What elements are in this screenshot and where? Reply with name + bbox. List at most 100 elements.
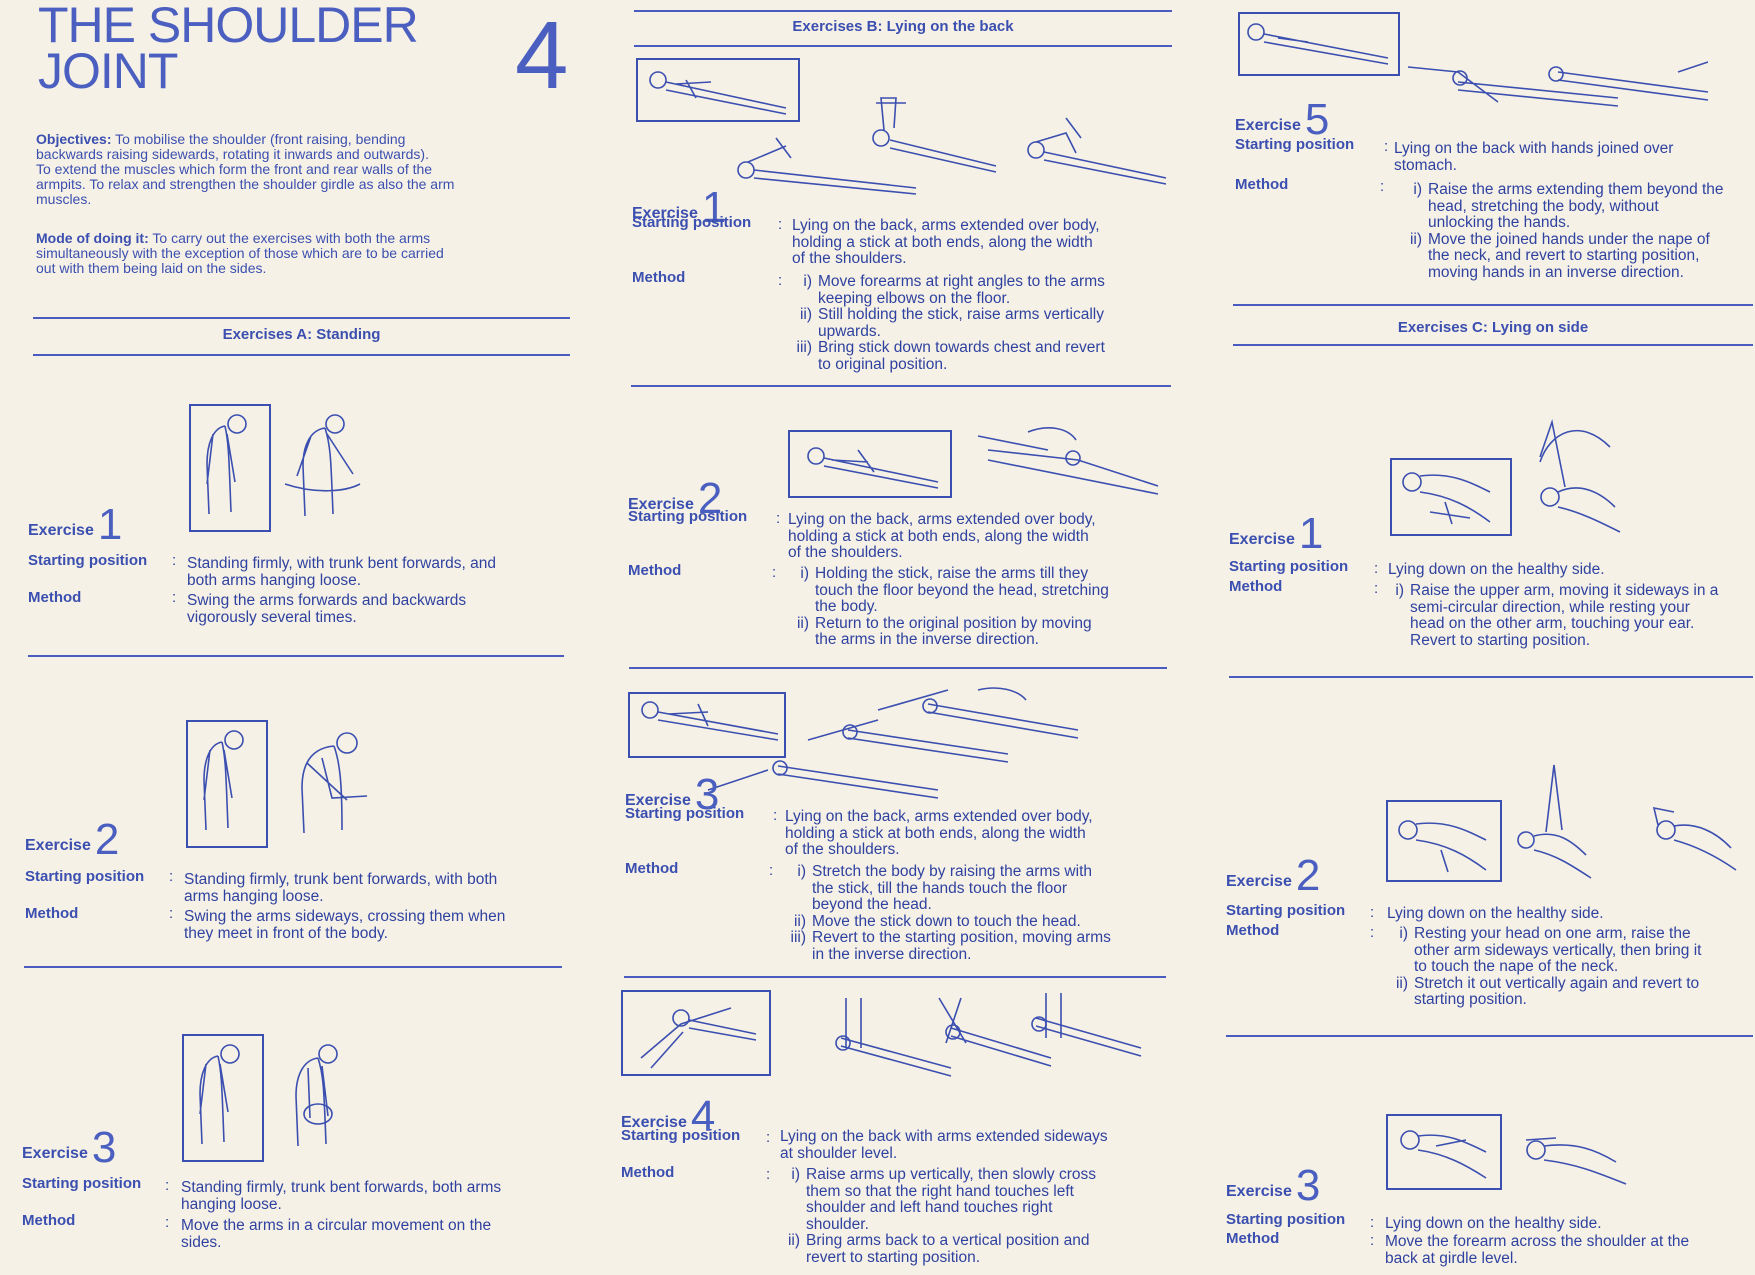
exercise-b5-illustration bbox=[1247, 23, 1709, 107]
exercise-illustration-box bbox=[1386, 1114, 1502, 1190]
divider bbox=[634, 10, 1172, 12]
exercise-b5-start: Lying on the back with hands joined over… bbox=[1394, 140, 1674, 174]
objectives-label: Objectives: bbox=[36, 131, 112, 147]
starting-position-label: Starting position bbox=[632, 214, 752, 231]
exercise-b3-illustration bbox=[641, 687, 1079, 799]
exercise-a2-illustration bbox=[203, 730, 368, 834]
method-label: Method bbox=[22, 1212, 76, 1229]
starting-position-label: Starting position bbox=[1226, 902, 1346, 919]
exercise-illustration-box bbox=[1238, 12, 1400, 76]
exercise-c3-illustration bbox=[1400, 1130, 1627, 1185]
page-title: THE SHOULDER JOINT bbox=[38, 0, 419, 99]
title-line-2: JOINT bbox=[38, 43, 178, 99]
divider bbox=[24, 966, 562, 968]
method-label: Method bbox=[1235, 176, 1289, 193]
starting-position-label: Starting position bbox=[1226, 1211, 1346, 1228]
method-label: Method bbox=[628, 562, 682, 579]
method-label: Method bbox=[632, 269, 686, 286]
exercise-a3-start: Standing firmly, trunk bent forwards, bo… bbox=[181, 1179, 502, 1213]
exercise-illustration-box bbox=[189, 404, 271, 532]
title-line-1: THE SHOULDER bbox=[38, 0, 419, 53]
section-a-heading: Exercises A: Standing bbox=[222, 326, 381, 343]
exercise-c2-illustration bbox=[1398, 764, 1737, 879]
method-label: Method bbox=[1226, 922, 1280, 939]
divider bbox=[1233, 344, 1753, 346]
exercise-a2-start: Standing firmly, trunk bent forwards, wi… bbox=[184, 871, 498, 905]
section-c-heading: Exercises C: Lying on side bbox=[1397, 319, 1589, 336]
mode-label: Mode of doing it: bbox=[36, 230, 149, 246]
divider bbox=[28, 655, 564, 657]
exercise-illustration-box bbox=[186, 720, 268, 848]
exercise-a3-label: Exercise3 bbox=[22, 1123, 117, 1172]
exercise-a2-label: Exercise2 bbox=[25, 815, 120, 864]
exercise-c2-label: Exercise2 bbox=[1226, 851, 1321, 900]
exercise-b1-illustration bbox=[649, 71, 1167, 195]
exercise-c1-start: Lying down on the healthy side. bbox=[1388, 561, 1605, 578]
exercise-b5-label: Exercise5 bbox=[1235, 95, 1330, 144]
exercise-b3-method: i)Stretch the body by raising the arms w… bbox=[790, 863, 1111, 963]
starting-position-label: Starting position bbox=[1229, 558, 1349, 575]
exercise-c1-label: Exercise1 bbox=[1229, 509, 1324, 558]
exercise-b2-start: Lying on the back, arms extended over bo… bbox=[788, 511, 1096, 561]
divider bbox=[1229, 676, 1753, 678]
divider bbox=[629, 667, 1167, 669]
exercise-c1-method: i)Raise the upper arm, moving it sideway… bbox=[1395, 582, 1719, 649]
exercise-a1-label: Exercise1 bbox=[28, 500, 123, 549]
exercise-b4-method: i)Raise arms up vertically, then slowly … bbox=[787, 1166, 1096, 1266]
starting-position-label: Starting position bbox=[22, 1175, 142, 1192]
section-b-heading: Exercises B: Lying on the back bbox=[792, 18, 1014, 35]
exercise-b5-method: i)Raise the arms extending them beyond t… bbox=[1409, 181, 1724, 281]
exercise-illustration-box bbox=[1386, 800, 1502, 882]
exercise-b1-start: Lying on the back, arms extended over bo… bbox=[792, 217, 1100, 267]
starting-position-label: Starting position bbox=[625, 805, 745, 822]
exercise-b2-method: i)Holding the stick, raise the arms till… bbox=[796, 565, 1109, 648]
mode-paragraph: Mode of doing it: To carry out the exerc… bbox=[36, 230, 444, 276]
exercise-c3-label: Exercise3 bbox=[1226, 1161, 1321, 1210]
objectives-paragraph: Objectives: To mobilise the shoulder (fr… bbox=[36, 131, 455, 207]
divider bbox=[624, 976, 1166, 978]
starting-position-label: Starting position bbox=[1235, 136, 1355, 153]
exercise-c1-illustration bbox=[1402, 418, 1621, 533]
exercise-illustration-box bbox=[636, 58, 800, 122]
exercise-illustration-box bbox=[1390, 458, 1512, 536]
exercise-a2-method: Swing the arms sideways, crossing them w… bbox=[184, 908, 506, 942]
chapter-number: 4 bbox=[515, 2, 569, 109]
starting-position-label: Starting position bbox=[628, 508, 748, 525]
exercise-illustration-box bbox=[788, 430, 952, 498]
divider bbox=[634, 45, 1172, 47]
exercise-c3-method: Move the forearm across the shoulder at … bbox=[1385, 1233, 1690, 1267]
exercise-b4-label: Exercise4 bbox=[621, 1092, 716, 1141]
exercise-c3-start: Lying down on the healthy side. bbox=[1385, 1215, 1602, 1232]
exercise-illustration-box bbox=[621, 990, 771, 1076]
exercise-b4-illustration bbox=[640, 993, 1142, 1077]
exercise-b1-method: i)Move forearms at right angles to the a… bbox=[796, 273, 1105, 373]
exercise-b2-label: Exercise2 bbox=[628, 474, 723, 523]
divider bbox=[33, 317, 570, 319]
method-label: Method bbox=[1226, 1230, 1280, 1247]
exercise-c2-method: i)Resting your head on one arm, raise th… bbox=[1395, 925, 1702, 1008]
method-label: Method bbox=[1229, 578, 1283, 595]
exercise-b3-label: Exercise3 bbox=[625, 770, 720, 819]
exercise-b1-label: Exercise1 bbox=[632, 183, 727, 232]
method-label: Method bbox=[621, 1164, 675, 1181]
exercise-b2-illustration bbox=[807, 427, 1159, 495]
exercise-c2-start: Lying down on the healthy side. bbox=[1387, 905, 1604, 922]
divider bbox=[33, 354, 570, 356]
starting-position-label: Starting position bbox=[621, 1127, 741, 1144]
divider bbox=[1233, 304, 1753, 306]
divider bbox=[1226, 1035, 1753, 1037]
method-label: Method bbox=[25, 905, 79, 922]
exercise-illustration-box bbox=[628, 692, 786, 758]
divider bbox=[631, 385, 1171, 387]
exercise-a3-method: Move the arms in a circular movement on … bbox=[181, 1217, 492, 1251]
starting-position-label: Starting position bbox=[25, 868, 145, 885]
method-label: Method bbox=[28, 589, 82, 606]
exercise-a3-illustration bbox=[199, 1044, 338, 1147]
exercise-b4-start: Lying on the back with arms extended sid… bbox=[780, 1128, 1108, 1162]
method-label: Method bbox=[625, 860, 679, 877]
exercise-b3-start: Lying on the back, arms extended over bo… bbox=[785, 808, 1093, 858]
exercise-a1-illustration bbox=[206, 414, 361, 517]
exercise-illustration-box bbox=[182, 1034, 264, 1162]
starting-position-label: Starting position bbox=[28, 552, 148, 569]
